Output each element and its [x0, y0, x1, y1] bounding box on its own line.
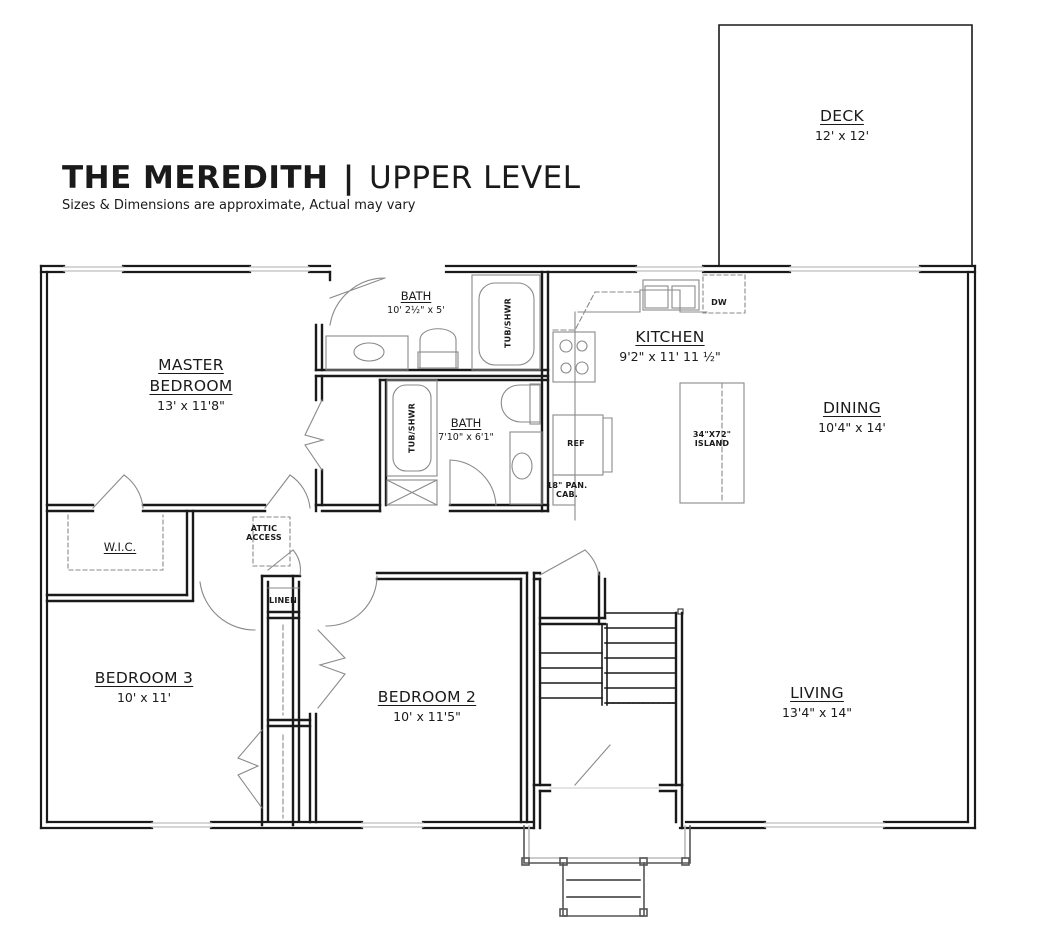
island-line2: ISLAND: [694, 439, 730, 448]
island-line1: 34"X72": [692, 430, 732, 439]
room-name: BATH: [450, 416, 482, 430]
room-dimensions: 7'10" x 6'1": [438, 432, 494, 443]
room-dimensions: 10' x 11'5": [393, 709, 461, 724]
fixture-dishwasher: DW: [711, 298, 727, 307]
room-dimensions: 10' x 11': [116, 690, 172, 705]
attic-access: ATTIC ACCESS: [246, 524, 282, 542]
linen-closet: LINEN: [269, 596, 297, 605]
deck-outline: [718, 24, 973, 267]
attic-line1: ATTIC: [250, 524, 278, 533]
fixture-tub-shower-hall: TUB/SHWR: [407, 402, 417, 454]
room-name: BATH: [400, 289, 432, 303]
room-name: LIVING: [790, 684, 844, 702]
room-name-line2: BEDROOM: [149, 377, 233, 395]
exterior-walls: [39, 264, 977, 830]
windows: [63, 266, 921, 828]
room-name: W.I.C.: [103, 540, 137, 554]
room-hall-bath: BATH 7'10" x 6'1": [438, 416, 494, 444]
room-dimensions: 12' x 12': [814, 128, 870, 143]
room-name: DECK: [820, 107, 864, 125]
title-house-name: THE MEREDITH: [62, 160, 329, 196]
pantry-line2: CAB.: [556, 490, 578, 499]
front-porch: [521, 825, 691, 917]
fixture-pantry: 18" PAN. CAB.: [547, 481, 588, 499]
room-name: BEDROOM 2: [377, 688, 477, 706]
room-kitchen: KITCHEN 9'2" x 11' 11 ½": [619, 327, 721, 366]
room-name-line1: MASTER: [158, 356, 224, 374]
fixture-refrigerator: REF: [567, 439, 585, 448]
fixture-island: 34"X72" ISLAND: [693, 430, 731, 448]
room-bedroom-2: BEDROOM 2 10' x 11'5": [378, 687, 476, 726]
room-dimensions: 13'4" x 14": [781, 705, 853, 720]
room-dimensions: 10'4" x 14': [818, 420, 886, 435]
doors: [92, 277, 661, 819]
room-dimensions: 10' 2½" x 5': [387, 305, 445, 316]
room-living: LIVING 13'4" x 14": [782, 683, 852, 722]
title-level: UPPER LEVEL: [369, 160, 581, 196]
room-dimensions: 9'2" x 11' 11 ½": [619, 349, 721, 364]
room-deck: DECK 12' x 12': [815, 106, 869, 145]
room-name: KITCHEN: [635, 328, 705, 346]
disclaimer: Sizes & Dimensions are approximate, Actu…: [62, 198, 416, 213]
room-dining: DINING 10'4" x 14': [818, 398, 886, 437]
room-master-bath: BATH 10' 2½" x 5': [387, 289, 445, 317]
room-master-bedroom: MASTER BEDROOM 13' x 11'8": [149, 355, 232, 415]
fixtures: [67, 274, 746, 589]
title-block: THE MEREDITH | UPPER LEVEL Sizes & Dimen…: [62, 160, 581, 213]
room-wic: W.I.C.: [104, 540, 136, 555]
title-separator: |: [342, 160, 355, 196]
plan-title: THE MEREDITH | UPPER LEVEL: [62, 160, 581, 196]
attic-line2: ACCESS: [246, 533, 282, 542]
room-dimensions: 13' x 11'8": [157, 398, 225, 413]
room-bedroom-3: BEDROOM 3 10' x 11': [95, 668, 193, 707]
interior-walls: [45, 270, 684, 830]
fixture-tub-shower-master: TUB/SHWR: [503, 297, 513, 349]
room-name: BEDROOM 3: [94, 669, 194, 687]
pantry-line1: 18" PAN.: [546, 481, 588, 490]
stairs: [539, 608, 684, 706]
room-name: DINING: [822, 399, 882, 417]
